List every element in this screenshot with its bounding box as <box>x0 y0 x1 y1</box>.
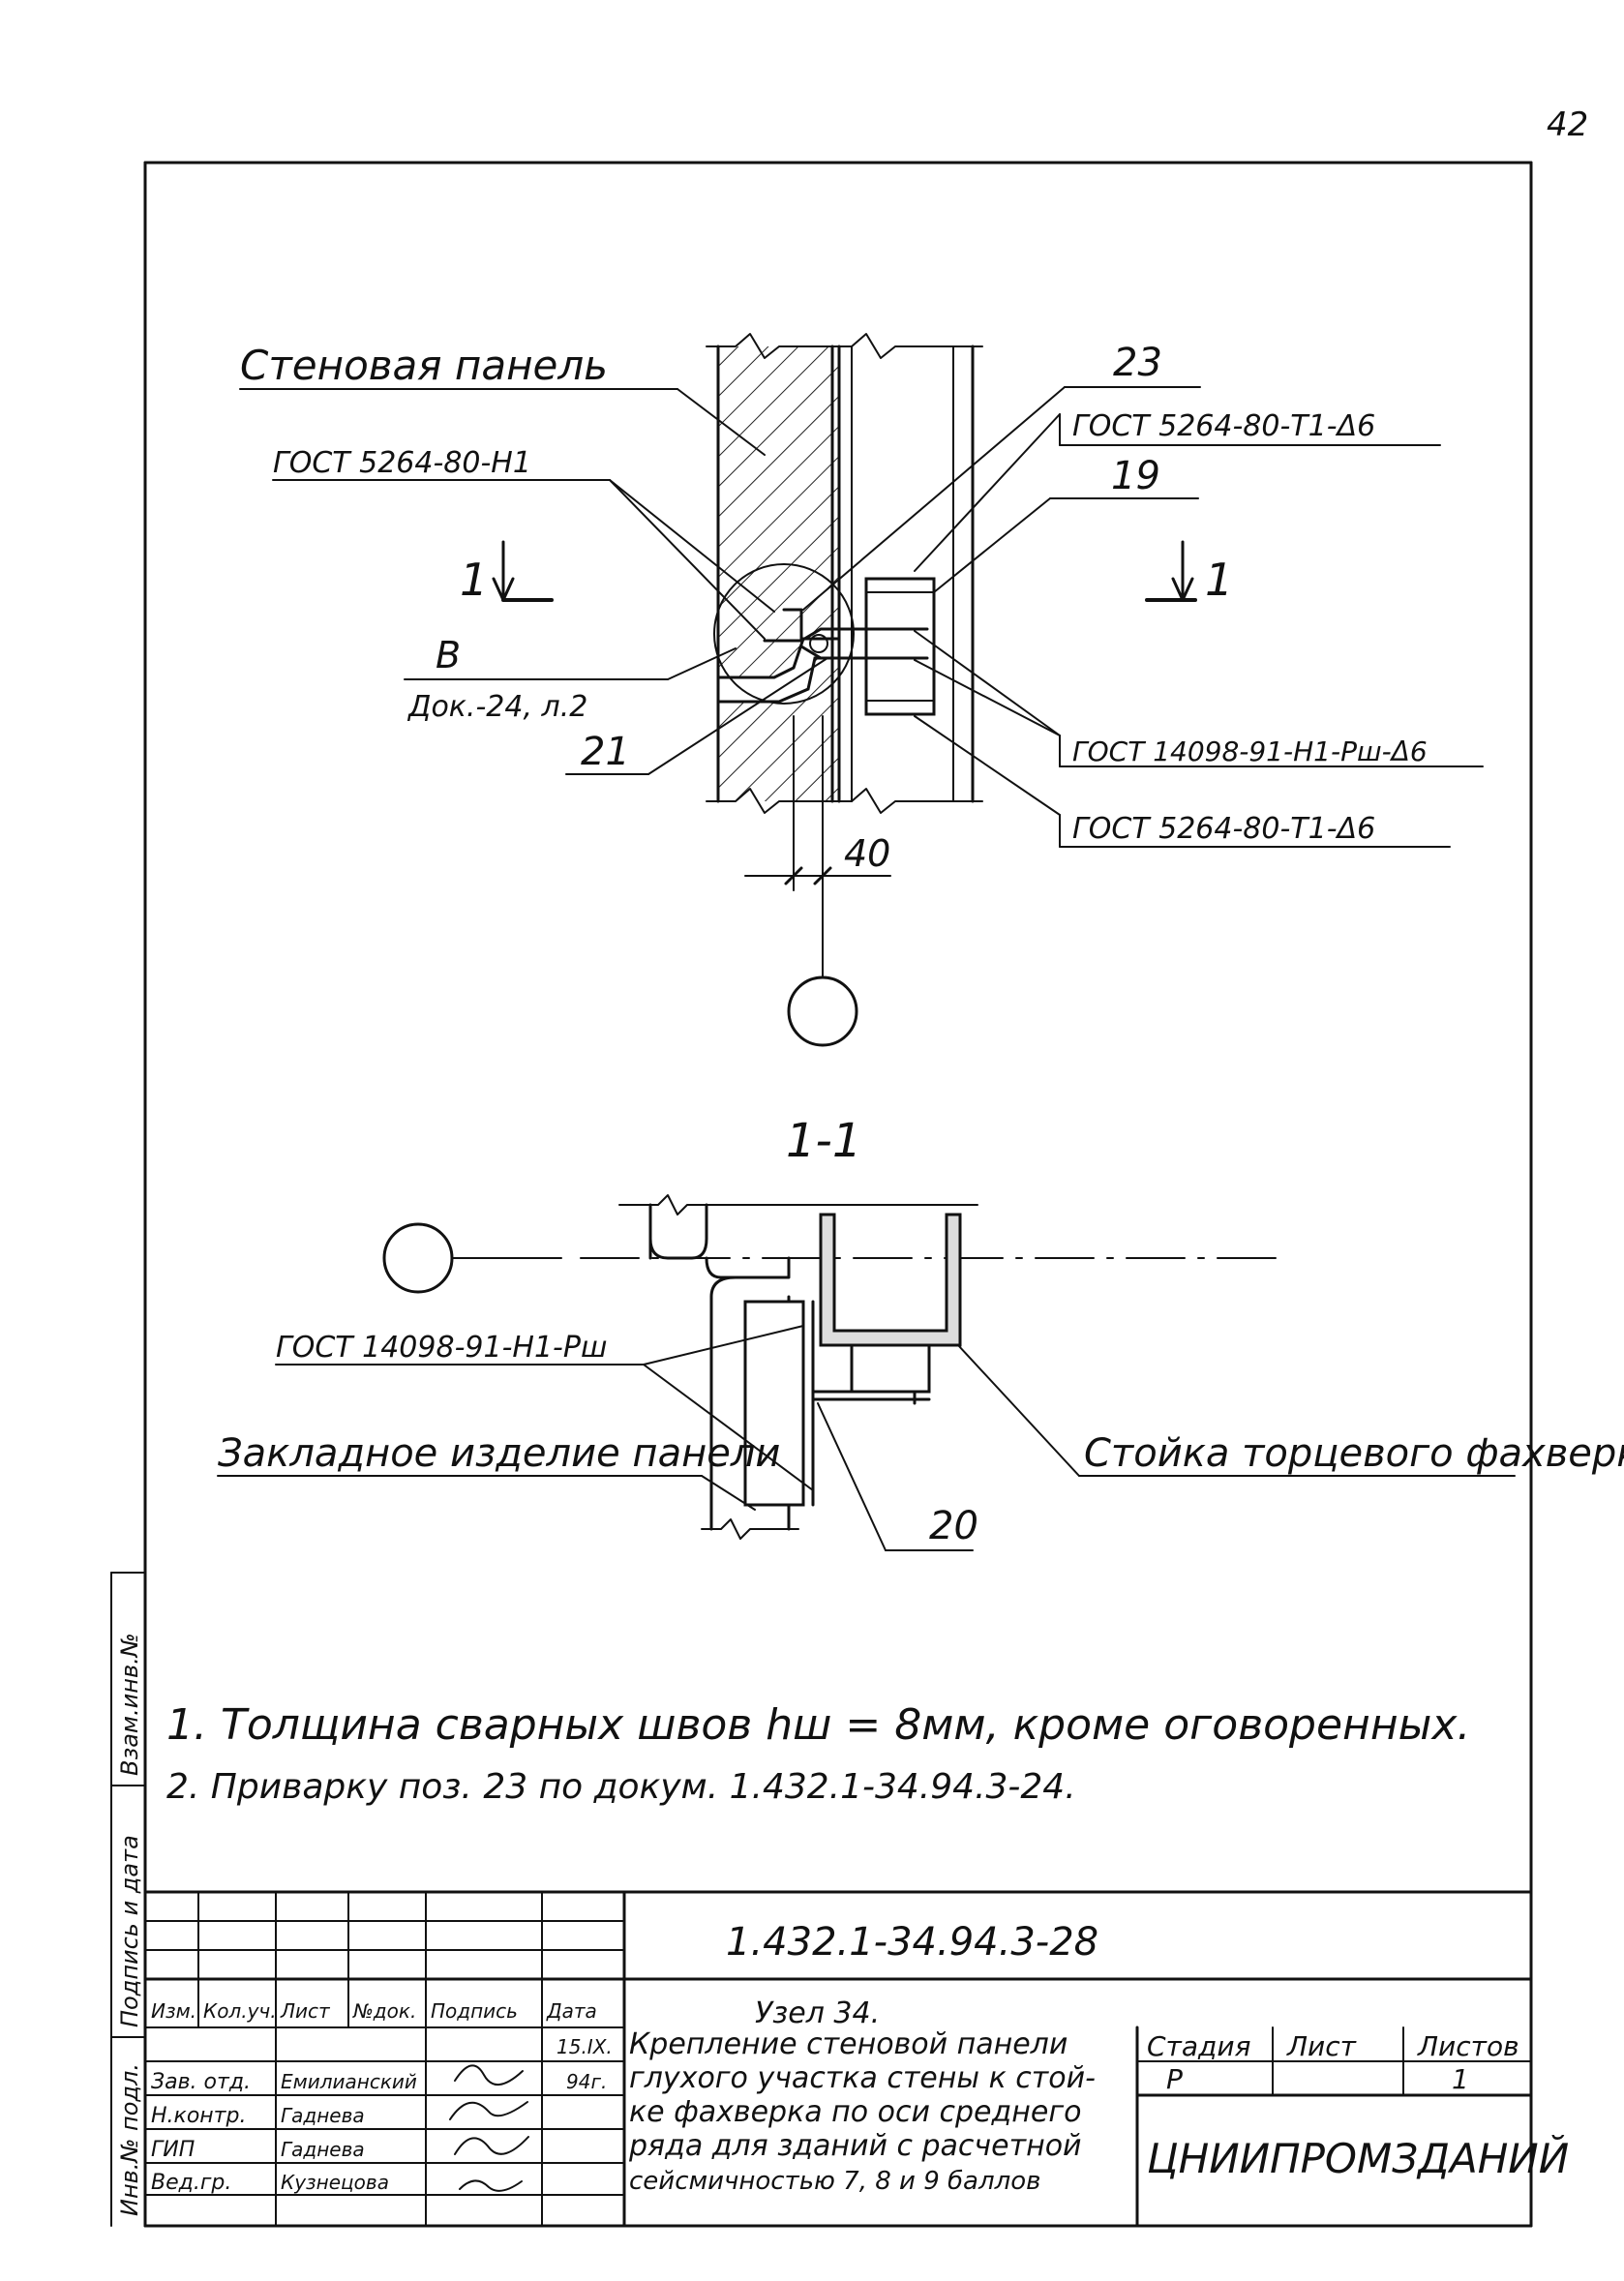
organization: ЦНИИПРОМЗДАНИЙ <box>1147 2134 1569 2182</box>
column-plate <box>850 1343 931 1394</box>
hdr-izm: Изм. <box>151 1999 196 2023</box>
title-block: 1.432.1-34.94.3-28 Изм. Кол.уч. Лист №до… <box>143 1890 1569 2228</box>
label-embedded-part: Закладное изделие панели <box>218 1431 780 1476</box>
name-0: Емилианский <box>281 2070 417 2093</box>
signature-0 <box>454 2064 524 2086</box>
doc-number: 1.432.1-34.94.3-28 <box>726 1920 1098 1965</box>
label-pos-20: 20 <box>929 1504 978 1548</box>
title-line-4: ряда для зданий с расчетной <box>628 2129 1082 2163</box>
side-stamp-sign: Подпись и дата <box>116 1835 143 2027</box>
section-title: 1-1 <box>786 1114 861 1168</box>
page-number: 42 <box>1547 105 1588 144</box>
date-year: 94г. <box>566 2070 607 2093</box>
role-1: Н.контр. <box>151 2104 246 2128</box>
role-3: Вед.гр. <box>151 2171 231 2195</box>
label-weld-t1-top: ГОСТ 5264-80-Т1-Δ6 <box>1072 409 1375 443</box>
dimension-40: 40 <box>844 832 890 875</box>
hdr-kol: Кол.уч. <box>203 1999 277 2023</box>
section-mark-left: 1 <box>460 554 488 606</box>
side-stamp: Инв.№ подл. Подпись и дата Взам.инв.№ <box>110 1572 146 2227</box>
label-weld-t1-bottom: ГОСТ 5264-80-Т1-Δ6 <box>1072 812 1375 846</box>
name-3: Кузнецова <box>281 2171 389 2194</box>
role-0: Зав. отд. <box>151 2070 251 2094</box>
stage-header: Стадия <box>1147 2030 1250 2062</box>
hdr-sign: Подпись <box>431 1999 518 2023</box>
section-1-1: 1-1 ГОСТ 14098-91-Н1-Pш Закладное издели… <box>217 1114 1624 1551</box>
title-line-0: Узел 34. <box>755 1996 880 2030</box>
side-stamp-replace: Взам.инв.№ <box>116 1633 143 1776</box>
signature-3 <box>459 2179 523 2192</box>
plate-19 <box>864 577 936 716</box>
section-mark-right: 1 <box>1205 554 1233 606</box>
date-day: 15.IX. <box>556 2035 613 2058</box>
label-detail-b: В <box>436 634 461 676</box>
stage-value: Р <box>1166 2063 1183 2095</box>
sheets-header: Листов <box>1417 2030 1519 2062</box>
label-column: Стойка торцевого фахверка <box>1084 1431 1624 1476</box>
label-pos-19: 19 <box>1111 454 1160 498</box>
hdr-date: Дата <box>546 1999 597 2023</box>
label-pos-21: 21 <box>581 730 630 774</box>
grid-axis-bubble-section <box>382 1222 454 1294</box>
title-line-3: ке фахверка по оси среднего <box>629 2095 1081 2129</box>
label-weld-pw: ГОСТ 14098-91-Н1-Pш-Δ6 <box>1072 735 1428 767</box>
hdr-list: Лист <box>280 1999 331 2023</box>
embedded-plate <box>743 1300 805 1507</box>
name-1: Гаднева <box>281 2104 365 2127</box>
detail-circle-b <box>713 563 855 705</box>
label-weld-h1: ГОСТ 5264-80-Н1 <box>273 446 531 480</box>
signature-2 <box>454 2136 529 2155</box>
sheet-frame <box>143 161 1533 2228</box>
name-2: Гаднева <box>281 2138 365 2161</box>
label-weld-section: ГОСТ 14098-91-Н1-Pш <box>276 1331 607 1365</box>
note-2: 2. Приварку поз. 23 по докум. 1.432.1-34… <box>166 1767 1076 1807</box>
title-line-1: Крепление стеновой панели <box>629 2027 1068 2061</box>
hdr-ndok: №док. <box>352 1999 416 2023</box>
title-line-2: глухого участка стены к стой- <box>629 2061 1096 2095</box>
label-wall-panel: Стеновая панель <box>240 342 608 389</box>
label-pos-23: 23 <box>1113 341 1162 385</box>
sheets-value: 1 <box>1452 2063 1469 2095</box>
node-plan-view: 1 1 Стеновая панель ГОСТ 5264-80-Н1 23 Г… <box>239 333 1484 1047</box>
signature-1 <box>449 2101 528 2120</box>
role-2: ГИП <box>151 2138 195 2162</box>
label-detail-ref: Док.-24, л.2 <box>406 690 587 724</box>
side-stamp-inv: Инв.№ подл. <box>116 2063 143 2216</box>
note-1: 1. Толщина сварных швов hш = 8мм, кроме … <box>166 1700 1470 1750</box>
sheet-header: Лист <box>1286 2030 1357 2062</box>
title-line-5: сейсмичностью 7, 8 и 9 баллов <box>629 2167 1040 2196</box>
grid-axis-bubble-top <box>787 975 858 1047</box>
